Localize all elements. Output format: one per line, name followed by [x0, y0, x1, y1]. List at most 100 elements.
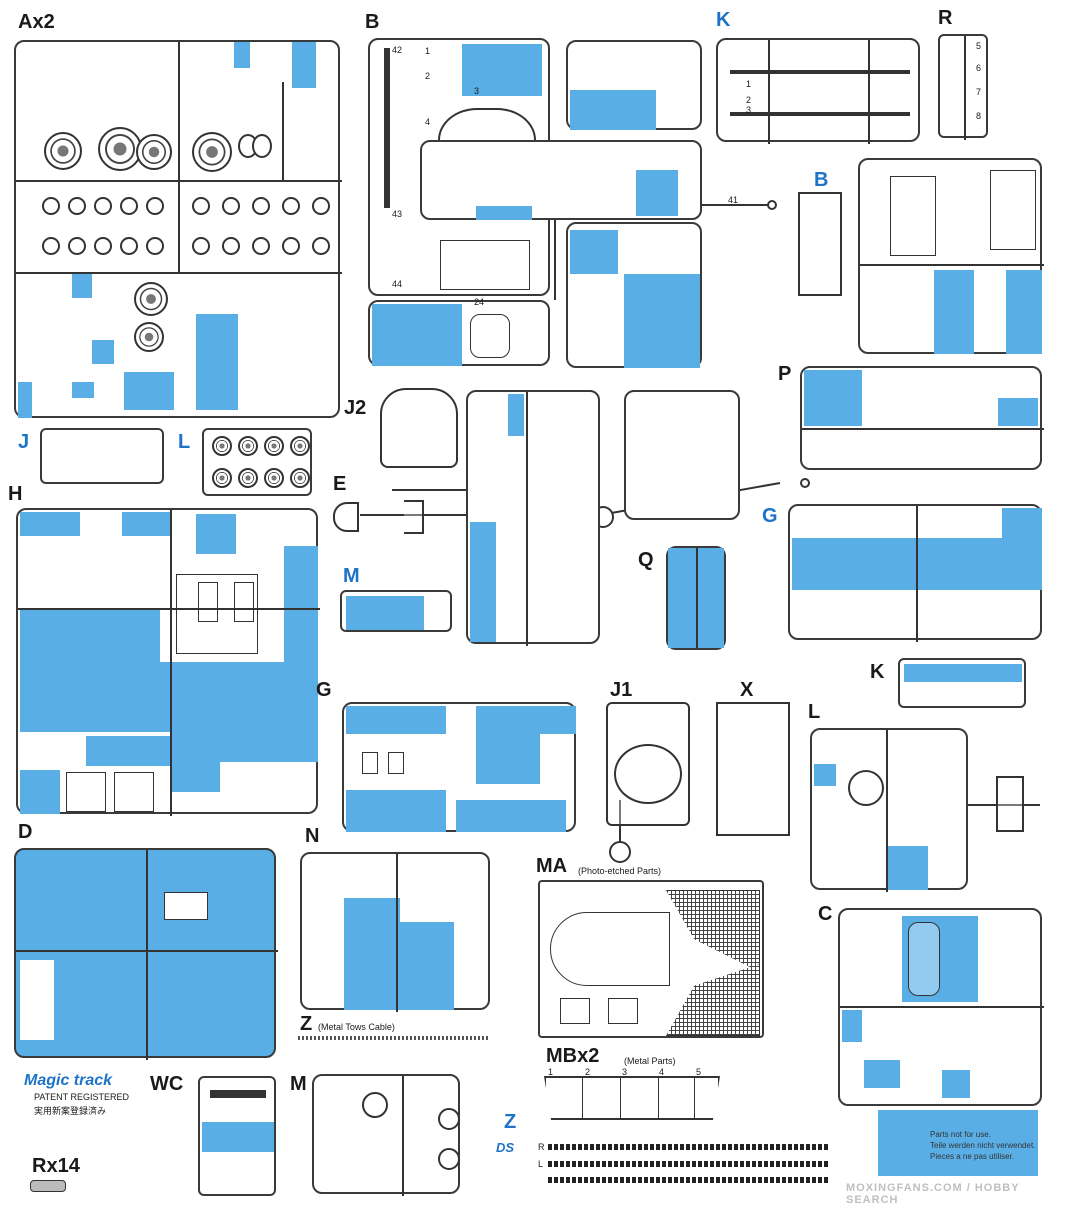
sprue-wc: [198, 1076, 276, 1196]
ma-note: (Photo-etched Parts): [578, 866, 662, 876]
legend-text-de: Teile werden nicht verwendet.: [930, 1141, 1036, 1150]
sprue-label-m-bottom: M: [290, 1073, 307, 1095]
sprue-n: [300, 852, 490, 1012]
mb-part-2: 2: [585, 1067, 591, 1077]
sprue-q: [666, 546, 726, 650]
sprue-b-right: [858, 158, 1044, 354]
part-number: 43: [392, 209, 403, 219]
mb-divider: [620, 1076, 621, 1120]
mb-part-1: 1: [548, 1067, 554, 1077]
e-part-2: [404, 500, 424, 534]
sprue-g-blue: [788, 504, 1042, 642]
sprue-label-k-small: K: [870, 661, 885, 683]
rx14-track-link: [30, 1180, 66, 1192]
track-run-extra: [548, 1177, 828, 1183]
sprue-j-small: [40, 428, 164, 484]
ds-logo: DS: [496, 1140, 515, 1155]
part-number: 4: [425, 117, 431, 127]
z-cable-note: (Metal Tows Cable): [318, 1022, 395, 1032]
sprue-label-wc: WC: [150, 1073, 184, 1095]
sprue-l-right: [810, 728, 968, 892]
sprue-p: [800, 366, 1044, 470]
sprue-label-m-blue: M: [343, 565, 360, 587]
patent-note-jp: 実用新案登録済み: [34, 1106, 107, 1116]
sprue-h: [16, 508, 320, 816]
mb-part-4: 4: [659, 1067, 665, 1077]
sprue-c: [838, 908, 1044, 1106]
part-number: 5: [976, 41, 982, 51]
patent-note: PATENT REGISTERED: [34, 1092, 130, 1102]
track-run-r: [548, 1144, 828, 1150]
sprue-label-mbx2: MBx2: [546, 1045, 600, 1067]
watermark: MOXINGFANS.COM / HOBBY SEARCH: [846, 1182, 1020, 1206]
sprue-label-l-small: L: [178, 431, 191, 453]
sprue-label-b-right: B: [814, 169, 829, 191]
part-number: 6: [976, 63, 982, 73]
part-number: 8: [976, 111, 982, 121]
sprue-ma: [538, 880, 764, 1038]
part-number: 3: [746, 105, 752, 115]
part-number: 42: [392, 45, 403, 55]
sprue-k-small: [898, 658, 1026, 708]
sprue-g-mid: [342, 702, 576, 832]
sprue-label-j1: J1: [610, 679, 633, 701]
sprue-label-g-blue: G: [762, 505, 778, 527]
sprue-label-c: C: [818, 903, 833, 925]
sprue-m-bottom: [312, 1074, 460, 1196]
sprue-label-e: E: [333, 473, 347, 495]
tow-cable: [298, 1036, 488, 1040]
part-number: 3: [474, 86, 480, 96]
j2-turret-part: [380, 388, 458, 468]
sprue-label-b-top: B: [365, 11, 380, 33]
j1-turret-ring: [614, 744, 682, 804]
mb-part-3: 3: [622, 1067, 628, 1077]
magic-track-logo: Magic track: [24, 1072, 113, 1089]
part-number: 2: [746, 95, 752, 105]
legend-swatch: [878, 1110, 1038, 1176]
sprue-d: [14, 848, 278, 1060]
sprue-label-rx14: Rx14: [32, 1155, 80, 1177]
l-bar-part: [996, 776, 1024, 832]
mb-part-5: 5: [696, 1067, 702, 1077]
sprue-label-z-cable: Z: [300, 1013, 313, 1035]
mb-plate: [544, 1076, 720, 1120]
track-mark-r: R: [538, 1142, 545, 1152]
sprue-j-center: [466, 390, 600, 646]
sprue-label-x: X: [740, 679, 754, 701]
legend-text-fr: Pieces a ne pas utiliser.: [930, 1152, 1015, 1161]
mb-divider: [694, 1076, 695, 1120]
part-number: 1: [746, 79, 752, 89]
sprue-label-n: N: [305, 825, 320, 847]
part-number: 24: [474, 297, 485, 307]
sprue-label-p: P: [778, 363, 792, 385]
sprue-m-blue: [340, 590, 452, 632]
sprue-ax2: [14, 40, 342, 418]
sprue-b-topright-box: [566, 40, 702, 130]
part-number: 41: [728, 195, 739, 205]
legend-text-en: Parts not for use.: [930, 1130, 991, 1139]
b-hull-part: [798, 192, 842, 296]
e-part-1: [333, 502, 359, 532]
sprue-b-lower-right: [566, 222, 702, 368]
sprue-label-r: R: [938, 7, 953, 29]
x-hull-part: [716, 702, 790, 836]
mb-divider: [658, 1076, 659, 1120]
sprue-label-ma: MA: [536, 855, 568, 877]
sprue-label-q: Q: [638, 549, 654, 571]
sprue-r: [938, 34, 988, 140]
sprue-b-right-block: [420, 140, 702, 220]
track-run-l: [548, 1161, 828, 1167]
part-number: 7: [976, 87, 982, 97]
sprue-label-k-top: K: [716, 9, 731, 31]
sprue-label-ax2: Ax2: [18, 11, 55, 33]
part-number: 1: [425, 46, 431, 56]
part-number: 44: [392, 279, 403, 289]
sprue-label-z-bottom: Z: [504, 1111, 517, 1133]
sprue-label-l-right: L: [808, 701, 821, 723]
sprue-label-h: H: [8, 483, 23, 505]
sprue-b-lower-left: [368, 300, 550, 366]
sprue-label-j2: J2: [344, 397, 367, 419]
sprue-l-small: [202, 428, 312, 496]
sprue-label-g-mid: G: [316, 679, 332, 701]
mbx2-note: (Metal Parts): [624, 1056, 676, 1066]
